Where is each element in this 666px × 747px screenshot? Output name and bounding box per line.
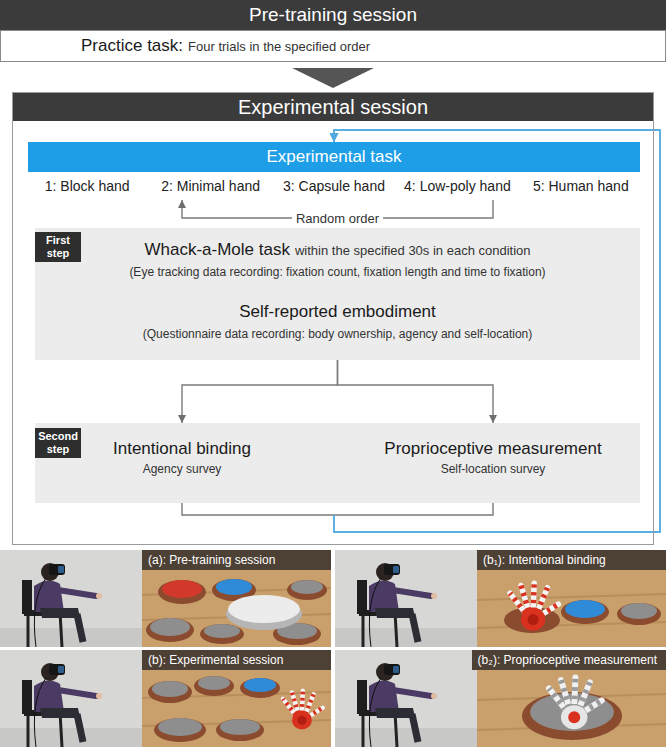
person-photo — [0, 550, 142, 647]
task-title: Practice task: — [81, 36, 183, 56]
text-row: Pre-training session — [0, 0, 666, 30]
panel-label: (b): Experimental session — [142, 650, 289, 670]
step-note: (Questionnaire data recording: body owne… — [143, 328, 533, 342]
text-row: Agency survey — [87, 461, 277, 479]
person-photo — [335, 650, 477, 747]
step-box: Second stepIntentional bindingAgency sur… — [35, 423, 640, 503]
session-panel: Pre-training sessionPractice task: Four t… — [0, 0, 666, 62]
task-header: Experimental task — [266, 147, 401, 167]
measure-title: Intentional binding — [113, 439, 251, 459]
vr-scene — [477, 550, 666, 647]
condition-label: 2: Minimal hand — [151, 178, 269, 194]
condition-label: 4: Low-poly hand — [398, 178, 516, 194]
text-line: Self-location survey — [441, 463, 546, 477]
measure-note: Agency survey — [143, 463, 222, 477]
step-title: Whack-a-Mole task — [144, 240, 289, 260]
text-row: Intentional binding — [87, 437, 277, 461]
photo-panels — [0, 550, 666, 747]
text-row: (Questionnaire data recording: body owne… — [35, 326, 640, 344]
measure-box: Intentional bindingAgency survey — [87, 423, 277, 503]
text-row: Self-reported embodiment — [35, 300, 640, 324]
text-line: Agency survey — [143, 463, 222, 477]
step-title: Self-reported embodiment — [239, 302, 436, 322]
text-row: Experimental task — [28, 142, 640, 172]
condition-label: 3: Capsule hand — [275, 178, 393, 194]
condition-label: 1: Block hand — [28, 178, 146, 194]
text-line: Practice task: Four trials in the specifi… — [81, 36, 370, 56]
text-row: Second step — [35, 428, 81, 458]
step-box: First step Whack-a-Mole task within the sp… — [35, 228, 640, 360]
step-note: within the specified 30s in each conditi… — [295, 244, 531, 259]
session-header: Pre-training session — [249, 4, 417, 26]
text-line: (Questionnaire data recording: body owne… — [143, 328, 533, 342]
text-line: (Eye tracking data recording: fixation c… — [129, 266, 545, 280]
connector — [292, 68, 374, 88]
measure-title: Proprioceptive measurement — [384, 439, 601, 459]
connector — [338, 360, 494, 423]
text-row: First step — [35, 232, 81, 262]
connector — [182, 360, 338, 423]
text-row: Whack-a-Mole task within the specified 30… — [35, 238, 640, 262]
condition-label: 5: Human hand — [522, 178, 640, 194]
merge-line — [182, 503, 334, 515]
task-note: Four trials in the specified order — [188, 40, 370, 55]
text-row: Practice task: Four trials in the specifi… — [0, 30, 666, 62]
text-line: Self-reported embodiment — [239, 302, 436, 322]
measure-box: Proprioceptive measurementSelf-location … — [373, 423, 613, 503]
text-row: Self-location survey — [373, 461, 613, 479]
panel-label: (b₁): Intentional binding — [477, 550, 612, 570]
text-line: Experimental session — [238, 96, 428, 119]
step-tag: Second step — [35, 430, 81, 456]
text-line: First step — [35, 234, 81, 260]
virtual-hand — [549, 678, 602, 730]
text-line: 1: Block hand 2: Minimal hand 3: Capsule h… — [28, 178, 640, 194]
vr-scene — [142, 550, 331, 647]
text-row: Proprioceptive measurement — [373, 437, 613, 461]
panel-label: (a): Pre-training session — [142, 550, 281, 570]
task-box: Experimental task 1: Block hand 2: Minimal… — [28, 142, 640, 200]
merge-line — [334, 503, 493, 515]
person-photo — [0, 650, 142, 747]
session-panel: Experimental sessionExperimental task 1: … — [12, 92, 654, 545]
panel-label: (b₂): Proprioceptive measurement — [472, 650, 663, 670]
flow-triangle — [292, 68, 374, 88]
person-photo — [335, 550, 477, 647]
text-row: 1: Block hand 2: Minimal hand 3: Capsule h… — [28, 172, 640, 200]
text-row: (Eye tracking data recording: fixation c… — [35, 264, 640, 282]
text-line: Proprioceptive measurement — [384, 439, 601, 459]
vr-scene — [142, 650, 331, 747]
measure-note: Self-location survey — [441, 463, 546, 477]
edge-label: Random order — [292, 211, 383, 226]
text-line: Experimental task — [266, 147, 401, 167]
virtual-hand — [283, 691, 323, 730]
text-line: Whack-a-Mole task within the specified 30… — [144, 240, 530, 260]
virtual-hand — [510, 583, 558, 630]
session-header: Experimental session — [238, 96, 428, 119]
step-tag: First step — [35, 234, 81, 260]
text-line: Intentional binding — [113, 439, 251, 459]
text-row: Experimental session — [13, 93, 653, 121]
step-note: (Eye tracking data recording: fixation c… — [129, 266, 545, 280]
fork-line — [338, 360, 494, 423]
text-line: Pre-training session — [249, 4, 417, 26]
fork-line — [182, 360, 338, 423]
text-line: Second step — [35, 430, 81, 456]
